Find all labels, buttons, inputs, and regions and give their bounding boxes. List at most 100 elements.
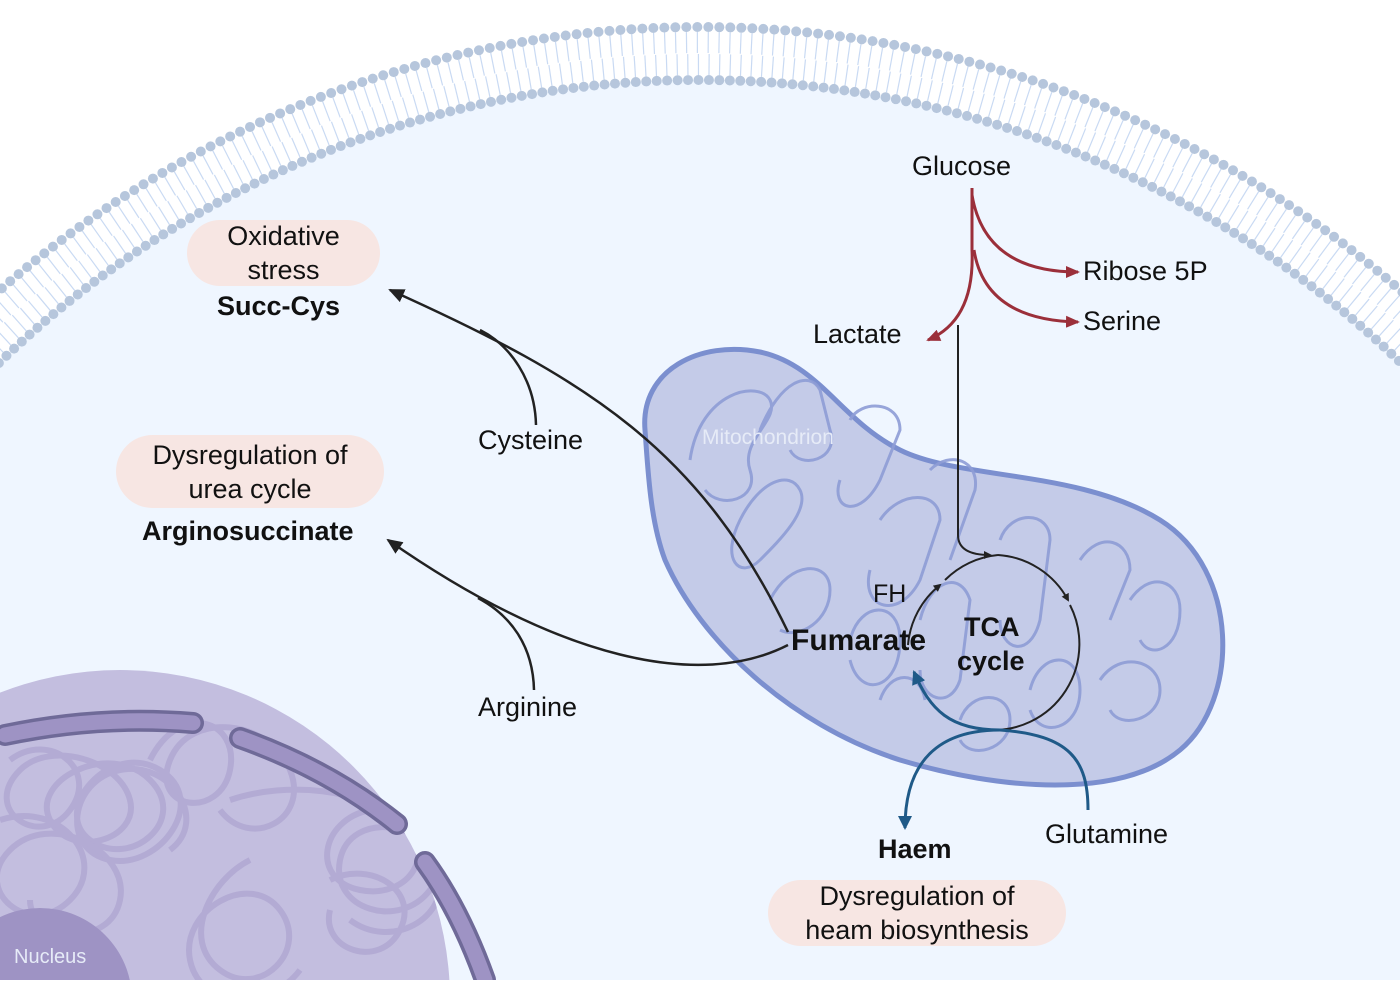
lipid-head	[982, 117, 992, 127]
lipid-head	[1220, 222, 1230, 232]
lipid-head	[714, 22, 724, 32]
lipid-head	[496, 41, 506, 51]
lipid-head	[670, 22, 680, 32]
urea-cycle-line1: Dysregulation of	[152, 438, 347, 472]
lipid-head	[389, 67, 399, 77]
lipid-head	[81, 283, 91, 293]
lipid-head	[1048, 82, 1058, 92]
heam-biosynthesis-pill: Dysregulation of heam biosynthesis	[768, 880, 1066, 946]
arginine-label: Arginine	[478, 692, 577, 723]
glutamine-label: Glutamine	[1045, 819, 1168, 850]
lipid-head	[25, 330, 35, 340]
lipid-head	[767, 78, 777, 88]
urea-cycle-line2: urea cycle	[188, 472, 311, 506]
oxidative-stress-pill: Oxidative stress	[187, 220, 380, 286]
lipid-head	[285, 104, 295, 114]
lipid-head	[129, 185, 139, 195]
lipid-head	[476, 99, 486, 109]
lipid-head	[659, 23, 669, 33]
lipid-head	[604, 26, 614, 36]
lipid-head	[1, 351, 11, 361]
lipid-head	[336, 141, 346, 151]
lipid-head	[149, 235, 159, 245]
lipid-head	[167, 162, 177, 172]
lipid-head	[231, 188, 241, 198]
lipid-head	[1298, 275, 1308, 285]
lipid-head	[139, 179, 149, 189]
fumarate-label: Fumarate	[791, 624, 926, 658]
lipid-head	[824, 30, 834, 40]
lipid-head	[1338, 238, 1348, 248]
lipid-head	[307, 153, 317, 163]
lipid-head	[1110, 106, 1120, 116]
serine-label: Serine	[1083, 306, 1161, 337]
lipid-head	[1311, 219, 1321, 229]
lipid-head	[1320, 225, 1330, 235]
lipid-head	[176, 219, 186, 229]
lipid-head	[278, 165, 288, 175]
lipid-head	[692, 22, 702, 32]
lipid-head	[141, 241, 151, 251]
lipid-head	[245, 122, 255, 132]
lipid-head	[736, 23, 746, 33]
lipid-head	[517, 37, 527, 47]
lipid-head	[528, 35, 538, 45]
lipid-head	[777, 78, 787, 88]
lipid-head	[1069, 90, 1079, 100]
lipid-head	[704, 75, 714, 85]
lipid-head	[558, 84, 568, 94]
lipid-head	[725, 22, 735, 32]
lipid-head	[1012, 126, 1022, 136]
lipid-head	[703, 22, 713, 32]
lipid-head	[1329, 232, 1339, 242]
lipid-head	[1170, 134, 1180, 144]
lipid-head	[791, 26, 801, 36]
lipid-head	[942, 106, 952, 116]
lipid-head	[1160, 129, 1170, 139]
lipid-head	[98, 271, 108, 281]
lipid-head	[405, 118, 415, 128]
lipid-head	[255, 117, 265, 127]
lipid-head	[787, 79, 797, 89]
lipid-head	[952, 108, 962, 118]
lipid-head	[829, 84, 839, 94]
lipid-head	[1140, 120, 1150, 130]
lipid-head	[463, 48, 473, 58]
lipid-head	[986, 62, 996, 72]
lipid-head	[610, 79, 620, 89]
lipid-head	[802, 27, 812, 37]
lipid-head	[120, 191, 130, 201]
lipid-head	[527, 89, 537, 99]
lipid-head	[206, 141, 216, 151]
lipid-head	[167, 224, 177, 234]
lipid-head	[881, 92, 891, 102]
lipid-head	[203, 203, 213, 213]
tca-label-line1: TCA	[964, 612, 1020, 643]
lipid-head	[1290, 269, 1300, 279]
lipid-head	[1199, 149, 1209, 159]
lipid-head	[176, 157, 186, 167]
lipid-head	[839, 85, 849, 95]
cysteine-label: Cysteine	[478, 425, 583, 456]
lipid-head	[92, 209, 102, 219]
lipid-head	[316, 92, 326, 102]
lipid-head	[954, 54, 964, 64]
lipid-head	[850, 87, 860, 97]
lipid-head	[1389, 280, 1399, 290]
lipid-head	[1364, 259, 1374, 269]
lipid-head	[975, 60, 985, 70]
lipid-head	[65, 296, 75, 306]
lipid-head	[1081, 152, 1091, 162]
lipid-head	[1147, 182, 1157, 192]
lipid-head	[1371, 335, 1381, 345]
lipid-head	[74, 222, 84, 232]
lipid-head	[1211, 217, 1221, 227]
fh-enzyme-label: FH	[873, 580, 906, 609]
lipid-head	[568, 83, 578, 93]
lipid-head	[297, 157, 307, 167]
lipid-head	[14, 269, 24, 279]
lipid-head	[123, 252, 133, 262]
lipid-head	[693, 75, 703, 85]
lactate-label: Lactate	[813, 319, 902, 350]
lipid-head	[683, 75, 693, 85]
